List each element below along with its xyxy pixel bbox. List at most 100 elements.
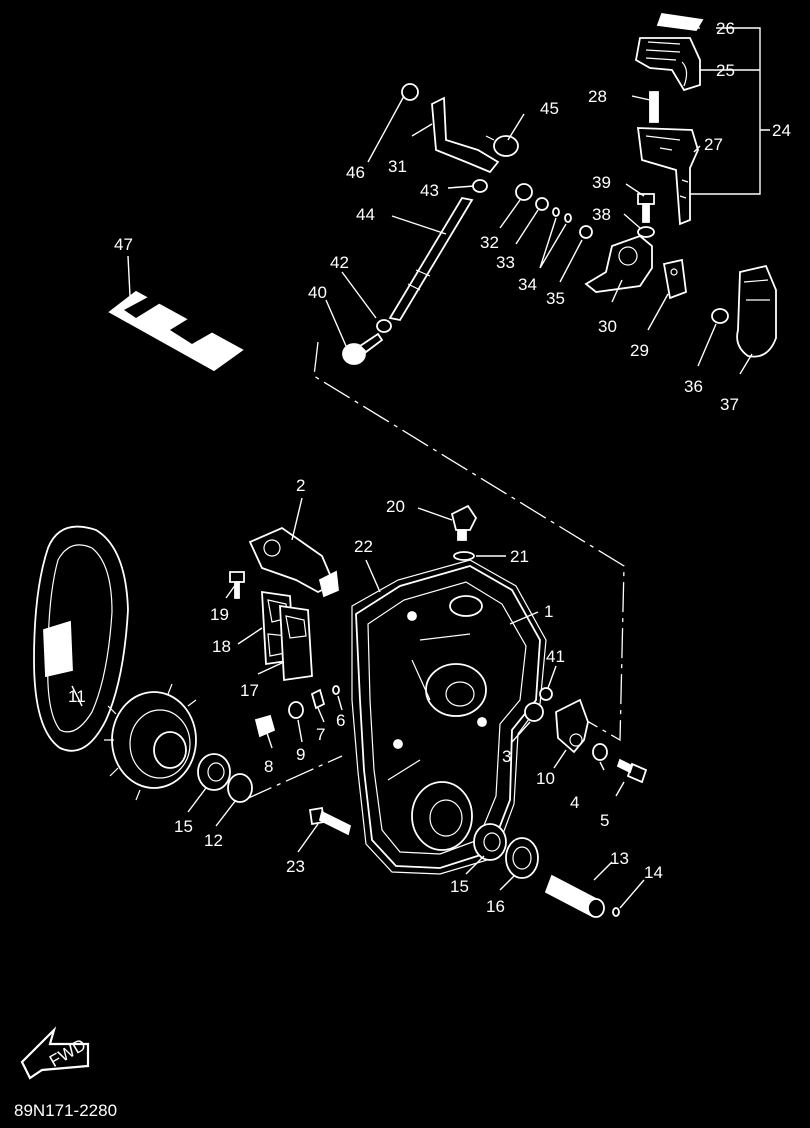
part-45-joint	[485, 135, 519, 157]
callout-2: 2	[296, 476, 305, 495]
callout-14: 14	[644, 863, 663, 882]
dashed-leader-bearing	[243, 755, 343, 801]
dashed-leader-linkage	[313, 341, 625, 742]
callout-37: 37	[720, 395, 739, 414]
callout-4: 4	[570, 793, 579, 812]
callout-23: 23	[286, 857, 305, 876]
callout-30: 30	[598, 317, 617, 336]
part-gear-sprocket	[104, 683, 197, 801]
callout-12: 12	[204, 831, 223, 850]
part-34-washer	[552, 207, 572, 223]
part-27-lever-bracket	[636, 127, 699, 226]
part-47-label	[108, 290, 244, 372]
part-5-bolt	[616, 758, 648, 784]
part-43-clip	[472, 179, 488, 193]
callout-15-left: 15	[174, 817, 193, 836]
part-22-gasket	[351, 559, 547, 875]
callout-46: 46	[346, 163, 365, 182]
callout-13: 13	[610, 849, 629, 868]
callout-18: 18	[212, 637, 231, 656]
callout-43: 43	[420, 181, 439, 200]
callout-7: 7	[316, 725, 325, 744]
callout-34: 34	[518, 275, 537, 294]
part-3-seal	[524, 702, 544, 722]
part-15-bearing-bottom	[473, 823, 507, 861]
callout-1: 1	[544, 602, 553, 621]
callout-10: 10	[536, 769, 555, 788]
callout-39: 39	[592, 173, 611, 192]
callout-25: 25	[716, 61, 735, 80]
part-14-oring	[612, 907, 620, 917]
part-26-pad	[656, 13, 704, 31]
part-31-shift-lever	[431, 96, 500, 174]
leader-lines	[71, 27, 770, 909]
callout-42: 42	[330, 253, 349, 272]
part-7-pin	[310, 688, 326, 710]
callout-31: 31	[388, 157, 407, 176]
part-30-bracket	[584, 234, 653, 293]
callout-11: 11	[68, 687, 86, 706]
callout-41: 41	[546, 647, 565, 666]
callout-labels: 1 2 3 4 5 6 7 8 9 10 11 12 13 14 15 15 1…	[68, 19, 791, 916]
callout-24: 24	[772, 121, 791, 140]
part-32-bushing	[515, 183, 533, 201]
callout-28: 28	[588, 87, 607, 106]
callout-36: 36	[684, 377, 703, 396]
part-46-collar	[401, 83, 419, 101]
part-2-actuator	[248, 526, 339, 598]
callout-33: 33	[496, 253, 515, 272]
part-25-handle-grip	[635, 37, 701, 92]
part-33-washer	[535, 197, 549, 211]
callout-29: 29	[630, 341, 649, 360]
part-6-pin	[332, 685, 340, 695]
callout-17: 17	[240, 681, 259, 700]
callout-3: 3	[502, 747, 511, 766]
callout-16: 16	[486, 897, 505, 916]
part-35-ring	[579, 225, 593, 239]
callout-32: 32	[480, 233, 499, 252]
part-11-belt	[33, 525, 129, 752]
callout-8: 8	[264, 757, 273, 776]
callout-9: 9	[296, 745, 305, 764]
fwd-arrow-icon: FWD	[20, 1026, 89, 1080]
callout-20: 20	[386, 497, 405, 516]
part-23-bolt	[308, 806, 352, 836]
part-4-washer	[592, 743, 608, 761]
part-12-bushing	[227, 773, 253, 803]
callout-45: 45	[540, 99, 559, 118]
callout-40: 40	[308, 283, 327, 302]
part-28-pin	[649, 91, 659, 123]
part-13-sleeve	[544, 874, 605, 918]
callout-47: 47	[114, 235, 133, 254]
callout-38: 38	[592, 205, 611, 224]
part-44-rod	[388, 196, 474, 322]
part-10-cam	[555, 698, 589, 754]
callout-22: 22	[354, 537, 373, 556]
callout-21: 21	[510, 547, 529, 566]
part-16-seal	[505, 837, 539, 879]
part-41-nut	[539, 687, 553, 701]
callout-5: 5	[600, 811, 609, 830]
part-42-clip	[376, 319, 392, 333]
part-40-rod-end	[342, 332, 384, 365]
part-20-breather	[450, 504, 478, 541]
callout-27: 27	[704, 135, 723, 154]
callout-44: 44	[356, 205, 375, 224]
callout-26: 26	[716, 19, 735, 38]
part-19-screw	[229, 571, 245, 599]
callout-6: 6	[336, 711, 345, 730]
part-36-nut	[711, 308, 729, 324]
callout-19: 19	[210, 605, 229, 624]
part-39-bolt	[637, 193, 655, 223]
part-17-gasket	[279, 604, 313, 682]
part-21-oring	[453, 551, 475, 561]
part-29-plate	[662, 258, 687, 300]
part-38-washer	[637, 226, 655, 238]
part-1-housing	[355, 565, 541, 869]
callout-35: 35	[546, 289, 565, 308]
part-37-cover	[736, 264, 777, 358]
part-15-bearing-left	[197, 753, 231, 791]
part-9-washer	[288, 701, 304, 719]
